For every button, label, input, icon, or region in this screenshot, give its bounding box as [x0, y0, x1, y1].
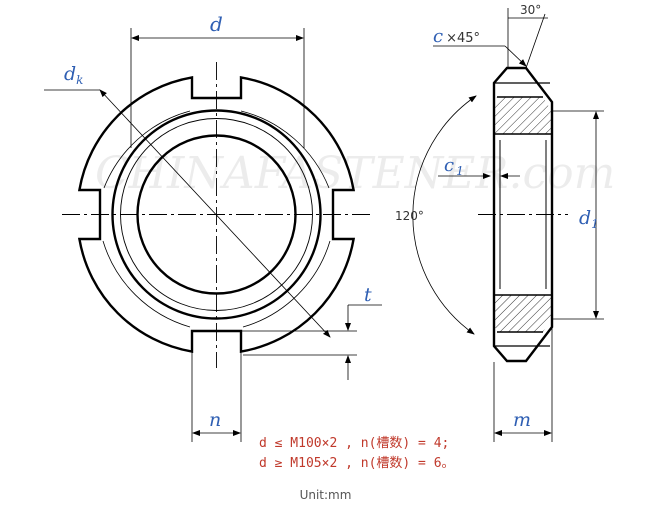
- label-angle-30: 30°: [520, 3, 541, 17]
- c-leader: [504, 45, 527, 67]
- upper-section-hatch: [494, 97, 552, 134]
- label-angle-120: 120°: [395, 209, 424, 223]
- lower-section-hatch: [494, 295, 552, 332]
- label-t: t: [364, 284, 372, 306]
- note-line-2: d ≥ M105×2 , n(槽数) = 6。: [259, 456, 455, 471]
- watermark-text: CHINAFASTENER.com: [95, 148, 615, 199]
- label-c-chamfer: c×45°: [433, 26, 480, 47]
- angle30-ref-slanted: [525, 13, 546, 69]
- label-d: d: [210, 12, 223, 36]
- label-m: m: [513, 409, 531, 431]
- label-dk: dk: [64, 63, 83, 87]
- angle120-arc: [412, 95, 477, 335]
- side-view: [412, 8, 604, 442]
- dk-diagonal: [99, 89, 331, 338]
- front-view: [44, 28, 382, 442]
- label-d1: d1: [579, 207, 599, 231]
- side-outline: [492, 66, 554, 363]
- note-line-1: d ≤ M100×2 , n(槽数) = 4;: [259, 436, 450, 451]
- unit-label: Unit:mm: [299, 488, 352, 502]
- label-n: n: [209, 409, 221, 431]
